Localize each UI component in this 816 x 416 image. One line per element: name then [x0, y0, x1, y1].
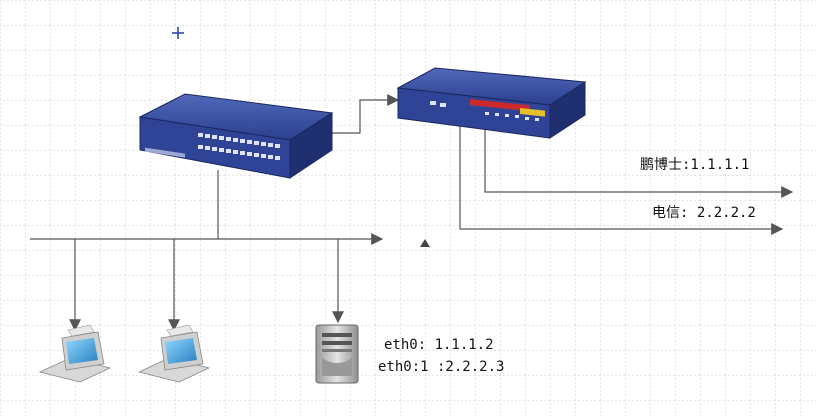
router-icon[interactable] [396, 67, 587, 139]
computer-icon[interactable] [38, 324, 112, 383]
switch-router-link [330, 94, 400, 134]
eth0-label: eth0: 1.1.1.2 [384, 337, 494, 353]
isp1-link [484, 120, 794, 198]
connection-lines [30, 94, 794, 332]
isp2-label: 电信: 2.2.2.2 [652, 205, 756, 221]
isp2-link [459, 120, 784, 235]
isp1-label: 鹏博士:1.1.1.1 [640, 156, 749, 173]
computer-icon[interactable] [137, 324, 211, 383]
server-icon[interactable] [315, 324, 359, 384]
triangle-mark [420, 239, 430, 247]
switch-icon[interactable] [138, 93, 334, 179]
eth0-1-label: eth0:1 :2.2.2.3 [378, 359, 504, 375]
crosshair-icon [172, 27, 184, 39]
